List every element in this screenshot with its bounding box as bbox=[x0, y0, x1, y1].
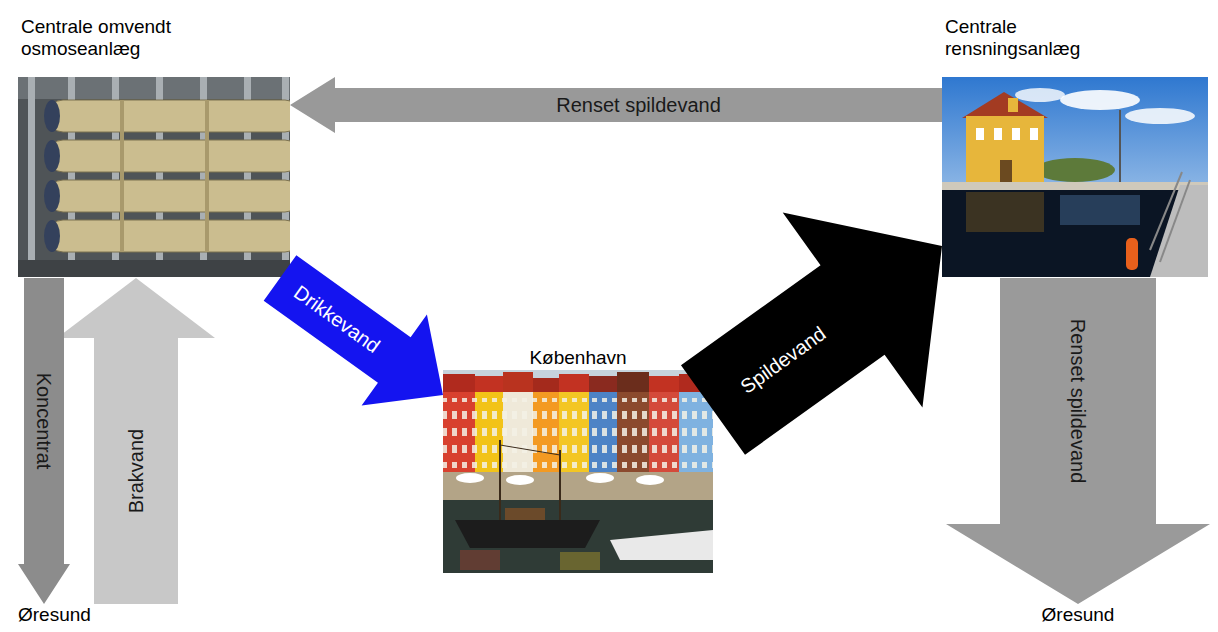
copenhagen-photo-part bbox=[505, 508, 545, 520]
flow-label: Koncentrat bbox=[32, 373, 56, 470]
flow-arrow bbox=[264, 255, 443, 405]
copenhagen-photo-part bbox=[443, 374, 475, 394]
flow-label: Drikkevand bbox=[289, 280, 384, 358]
copenhagen-photo-part bbox=[503, 372, 533, 394]
treatment-plant-photo-part bbox=[1060, 90, 1140, 110]
flow-arrow bbox=[681, 212, 942, 454]
treatment-plant-photo-part bbox=[1060, 195, 1140, 225]
labelled-picture: Øresund bbox=[978, 604, 1178, 628]
treatment-plant-photo-part bbox=[966, 192, 1044, 232]
treatment-plant-photo-part bbox=[994, 128, 1002, 140]
copenhagen-photo-part bbox=[560, 552, 600, 570]
sea-label: Øresund bbox=[18, 604, 91, 626]
flow-label: Brakvand bbox=[124, 429, 148, 514]
ro-plant-photo-part bbox=[120, 100, 124, 252]
labelled-picture: Centrale omvendt osmoseanlæg bbox=[18, 16, 290, 278]
copenhagen-photo-part bbox=[506, 475, 534, 485]
copenhagen-photo-part bbox=[533, 378, 559, 394]
treatment-plant-photo-part bbox=[1015, 88, 1065, 102]
treatment-plant-photo-part bbox=[966, 116, 1044, 186]
treatment-plant-photo-part bbox=[962, 92, 1048, 118]
ro-plant-photo-part bbox=[48, 180, 290, 212]
copenhagen-photo-part bbox=[617, 372, 649, 394]
copenhagen-photo-part bbox=[443, 398, 713, 468]
treatment-plant-photo-part bbox=[1119, 110, 1121, 182]
ro-plant-photo-part bbox=[18, 260, 290, 277]
place-heading: Centrale omvendt osmoseanlæg bbox=[21, 16, 211, 60]
copenhagen-photo-part bbox=[636, 475, 664, 485]
treatment-plant-photo-part bbox=[1035, 158, 1115, 182]
treatment-plant-photo-part bbox=[976, 128, 984, 140]
copenhagen-photo-part bbox=[475, 376, 503, 394]
ro-plant-photo-part bbox=[205, 100, 209, 252]
treatment-plant-photo-part bbox=[942, 182, 1208, 190]
copenhagen-photo-part bbox=[649, 376, 679, 394]
ro-plant-photo-part bbox=[44, 100, 60, 132]
copenhagen-photo-part bbox=[500, 445, 560, 455]
treatment-plant-photo-part bbox=[1160, 180, 1190, 262]
ro-plant-photo-part bbox=[48, 220, 290, 252]
ro-plant-photo-part bbox=[28, 77, 35, 277]
copenhagen-photo-part bbox=[586, 473, 614, 483]
ro-plant-photo-part bbox=[48, 100, 290, 132]
flow-label: Renset spildevand bbox=[556, 93, 721, 117]
ro-plant-photo-part bbox=[44, 180, 60, 212]
copenhagen-photo-part bbox=[443, 370, 713, 573]
place-heading: Centrale rensningsanlæg bbox=[945, 16, 1145, 60]
place-heading: København bbox=[443, 347, 713, 369]
copenhagen-photo-part bbox=[456, 473, 484, 483]
labelled-picture: København bbox=[443, 347, 713, 573]
copenhagen-photo-part bbox=[443, 472, 713, 500]
labelled-picture: Centrale rensningsanlæg bbox=[942, 16, 1208, 278]
flow-arrow bbox=[18, 278, 70, 604]
treatment-plant-photo-part bbox=[1125, 108, 1195, 124]
treatment-plant-photo bbox=[942, 77, 1208, 277]
treatment-plant-photo-part bbox=[1030, 128, 1038, 140]
copenhagen-photo-part bbox=[455, 520, 600, 548]
copenhagen-photo-part bbox=[443, 500, 713, 573]
sea-label: Øresund bbox=[978, 604, 1178, 626]
copenhagen-photo-part bbox=[559, 374, 589, 394]
copenhagen-photo-part bbox=[499, 440, 501, 522]
ro-plant-photo-part bbox=[48, 140, 290, 172]
copenhagen-photo bbox=[443, 370, 713, 573]
copenhagen-photo-part bbox=[460, 550, 500, 570]
treatment-plant-photo-part bbox=[1012, 128, 1020, 140]
flow-arrow bbox=[57, 278, 215, 604]
flow-arrow bbox=[946, 278, 1210, 604]
ro-plant-photo-part bbox=[44, 140, 60, 172]
treatment-plant-photo-part bbox=[1000, 160, 1012, 184]
ro-plant-photo-part bbox=[44, 220, 60, 252]
treatment-plant-photo-part bbox=[1150, 172, 1182, 250]
ro-plant-photo bbox=[18, 77, 290, 277]
treatment-plant-photo-part bbox=[1126, 238, 1138, 270]
flow-label: Spildevand bbox=[736, 321, 830, 398]
flow-label: Renset spildevand bbox=[1066, 319, 1090, 484]
treatment-plant-photo-part bbox=[1008, 98, 1018, 112]
copenhagen-photo-part bbox=[610, 530, 713, 560]
flow-arrow bbox=[290, 77, 942, 133]
labelled-picture: Øresund bbox=[18, 604, 218, 628]
copenhagen-photo-part bbox=[589, 376, 617, 394]
copenhagen-photo-part bbox=[559, 450, 561, 522]
treatment-plant-photo-part bbox=[942, 77, 1208, 277]
